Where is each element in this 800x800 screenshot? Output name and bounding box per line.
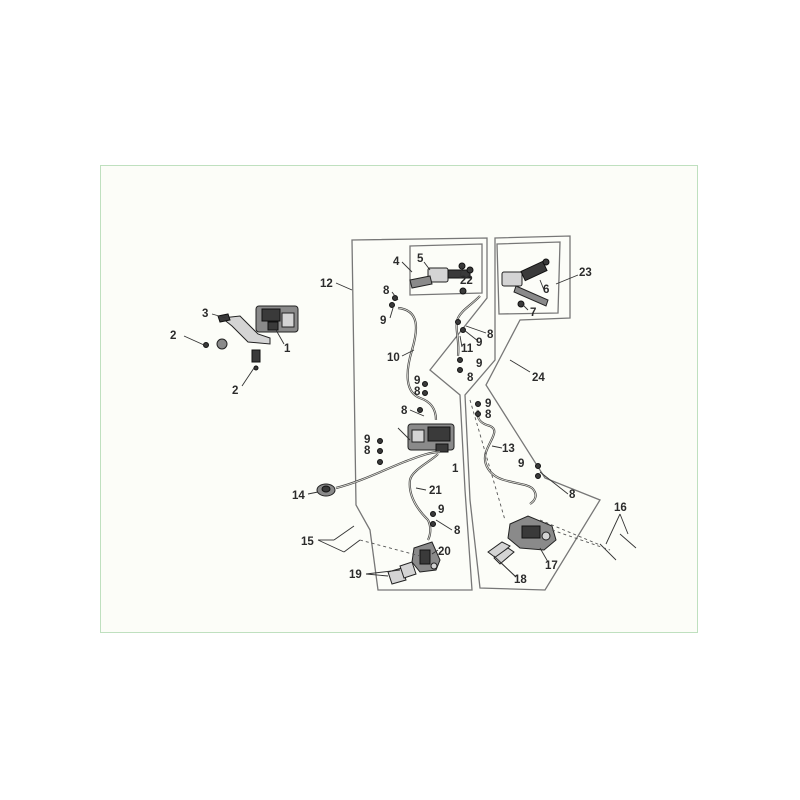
callout-9: 9 — [438, 504, 444, 516]
callout-8: 8 — [467, 372, 474, 384]
callout-9: 9 — [518, 458, 524, 470]
callout-9: 9 — [414, 375, 420, 387]
callout-8: 8 — [487, 329, 494, 341]
wheel-speed-sensor — [316, 483, 336, 497]
callout-9: 9 — [476, 337, 482, 349]
callout-8: 8 — [485, 409, 492, 421]
bracket-bolts — [203, 338, 261, 371]
callout-17: 17 — [545, 560, 558, 572]
front-lever-subgroup-outline — [409, 243, 483, 296]
callout-4: 4 — [393, 256, 400, 268]
abs-mounting-bracket — [217, 313, 271, 345]
callout-6: 6 — [543, 284, 549, 296]
callout-7: 7 — [530, 307, 536, 319]
front-master-cylinder — [409, 262, 474, 295]
rear-caliper — [507, 515, 557, 551]
abs-unit-front — [397, 423, 455, 453]
diagram-frame — [100, 165, 698, 633]
callout-8: 8 — [454, 525, 461, 537]
caliper-pins-15 — [333, 525, 361, 553]
callout-3: 3 — [202, 308, 208, 320]
rear-brake-hose-13 — [476, 409, 537, 505]
front-brake-hose-10 — [397, 306, 438, 421]
callout-5: 5 — [417, 253, 424, 265]
front-caliper-hose-21 — [408, 453, 439, 541]
callout-2: 2 — [170, 330, 176, 342]
callout-2: 2 — [232, 385, 238, 397]
callout-labels: 1 1 2 2 3 4 5 6 7 8 8 8 8 8 8 8 8 8 9 9 … — [170, 253, 627, 586]
front-brake-group-outline — [351, 237, 488, 591]
abs-line-14 — [335, 450, 441, 490]
abs-unit-standalone — [255, 305, 299, 333]
callout-9: 9 — [380, 315, 386, 327]
callout-22: 22 — [460, 275, 473, 287]
callout-8: 8 — [364, 445, 371, 457]
caliper-pins-16 — [599, 533, 637, 561]
rear-brake-pads — [487, 541, 515, 565]
callout-8: 8 — [401, 405, 408, 417]
callout-15: 15 — [301, 536, 314, 548]
callout-16: 16 — [614, 502, 627, 514]
callout-11: 11 — [461, 343, 474, 355]
rear-lever-subgroup-outline — [496, 241, 561, 315]
callout-23: 23 — [579, 267, 592, 279]
callout-1: 1 — [284, 343, 291, 355]
rear-master-cylinder — [501, 258, 550, 308]
callout-24: 24 — [532, 372, 545, 384]
callout-14: 14 — [292, 490, 305, 502]
callout-10: 10 — [387, 352, 400, 364]
callout-1: 1 — [452, 463, 459, 475]
callout-9: 9 — [364, 434, 370, 446]
callout-9: 9 — [476, 358, 482, 370]
leader-lines — [183, 261, 629, 578]
callout-18: 18 — [514, 574, 527, 586]
callout-8: 8 — [383, 285, 390, 297]
banjo-bolts-and-washers — [377, 295, 541, 527]
front-caliper — [411, 541, 441, 573]
front-brake-pads — [387, 561, 417, 585]
callout-19: 19 — [349, 569, 362, 581]
rear-brake-group-outline — [464, 235, 601, 591]
assembly-dashed-lines — [359, 399, 611, 557]
callout-13: 13 — [502, 443, 515, 455]
callout-21: 21 — [429, 485, 442, 497]
callout-8: 8 — [414, 386, 421, 398]
callout-12: 12 — [320, 278, 333, 290]
callout-20: 20 — [438, 546, 451, 558]
callout-8: 8 — [569, 489, 576, 501]
callout-9: 9 — [485, 398, 491, 410]
